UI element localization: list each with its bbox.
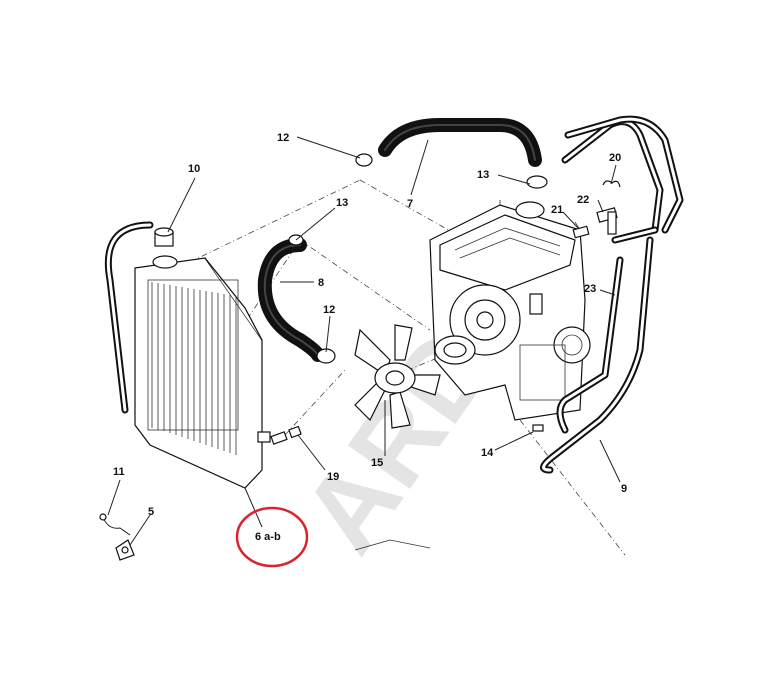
callout-11: 11 [113, 466, 125, 478]
callouts: 12 10 13 7 8 12 13 20 21 22 23 15 14 19 … [113, 132, 627, 543]
mounting-bracket [115, 539, 135, 561]
callout-13-right: 13 [477, 169, 489, 181]
callout-5: 5 [148, 506, 154, 518]
callout-12-mid: 12 [323, 304, 335, 316]
callout-23: 23 [584, 283, 596, 295]
callout-7: 7 [407, 198, 413, 210]
callout-15: 15 [371, 457, 383, 469]
callout-20: 20 [609, 152, 621, 164]
callout-6-a-b: 6 a-b [255, 531, 281, 543]
coolant-tubes [540, 115, 684, 474]
drain-plug [270, 425, 302, 445]
engine-block [429, 200, 591, 432]
leader-lines [107, 136, 621, 546]
callout-10: 10 [188, 163, 200, 175]
hose-clip [99, 513, 131, 536]
upper-hose [378, 118, 542, 167]
lower-hose [257, 238, 325, 362]
callout-14: 14 [481, 447, 494, 459]
cooling-fan [354, 324, 441, 429]
callout-9: 9 [621, 483, 627, 495]
callout-22: 22 [577, 194, 589, 206]
callout-8: 8 [318, 277, 324, 289]
highlight-circle [235, 506, 309, 568]
radiator [134, 255, 271, 489]
callout-19: 19 [327, 471, 339, 483]
callout-13-left: 13 [336, 197, 348, 209]
callout-12-top: 12 [277, 132, 289, 144]
callout-21: 21 [551, 204, 563, 216]
radiator-cap [154, 227, 174, 247]
